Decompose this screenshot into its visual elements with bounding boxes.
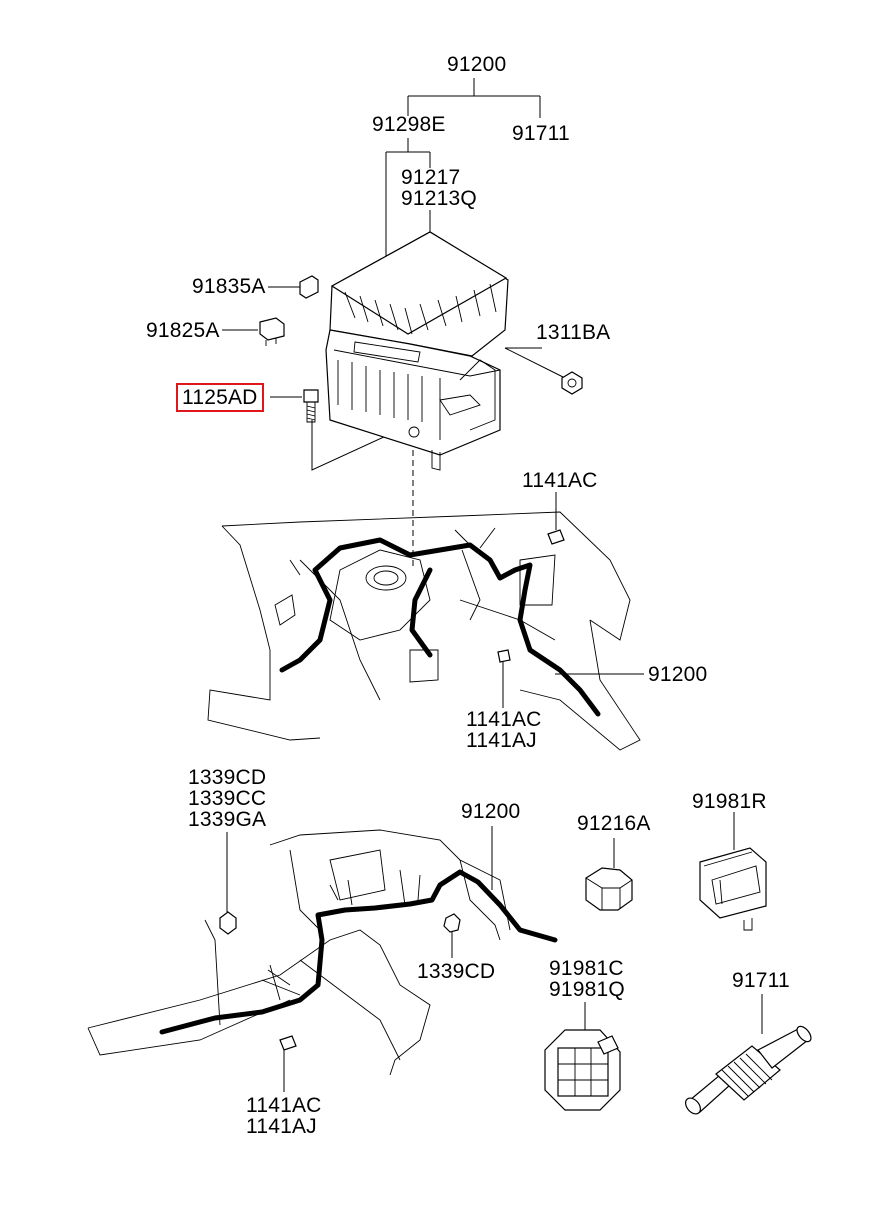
lower-body-panel bbox=[87, 829, 558, 1076]
label-connector-1: 91981C bbox=[549, 957, 624, 980]
label-clip-3: 1339GA bbox=[188, 808, 267, 831]
label-nut-lower: 1339CD bbox=[417, 960, 496, 983]
label-fuse-b: 91825A bbox=[146, 319, 220, 342]
label-bolt-upper: 1141AC bbox=[522, 469, 598, 492]
label-relay-small: 91216A bbox=[577, 812, 651, 835]
leader-lines bbox=[222, 78, 763, 1092]
label-fuse-a: 91835A bbox=[192, 275, 266, 298]
label-connector-2: 91981Q bbox=[549, 978, 625, 1001]
label-bolt-lower-2: 1141AJ bbox=[246, 1115, 317, 1138]
connector-drawing bbox=[544, 1029, 621, 1111]
small-parts-top bbox=[259, 275, 583, 423]
label-nut-right: 1311BA bbox=[536, 321, 611, 344]
label-bolt-highlighted[interactable]: 1125AD bbox=[176, 383, 264, 412]
junction-box-drawing bbox=[325, 231, 509, 471]
label-relay-box-1: 91217 bbox=[401, 166, 461, 189]
label-fuse-box-cover: 91298E bbox=[372, 113, 446, 136]
label-harness-middle: 91200 bbox=[648, 663, 708, 686]
holder-drawing bbox=[699, 847, 767, 931]
label-bolt-mid-1: 1141AC bbox=[466, 708, 542, 731]
relay-drawing bbox=[585, 867, 633, 911]
label-bolt-mid-2: 1141AJ bbox=[466, 729, 537, 752]
grommet-drawing bbox=[685, 1025, 812, 1115]
label-holder: 91981R bbox=[692, 790, 767, 813]
label-connector-top-right: 91711 bbox=[512, 122, 570, 145]
label-clip-2: 1339CC bbox=[188, 787, 267, 810]
label-relay-box-2: 91213Q bbox=[401, 187, 477, 210]
label-clip-1: 1339CD bbox=[188, 766, 267, 789]
label-grommet: 91711 bbox=[732, 969, 790, 992]
label-bolt-lower-1: 1141AC bbox=[246, 1094, 322, 1117]
middle-body-panel bbox=[207, 511, 641, 751]
label-harness-lower: 91200 bbox=[461, 800, 521, 823]
label-top-assembly: 91200 bbox=[447, 53, 507, 76]
